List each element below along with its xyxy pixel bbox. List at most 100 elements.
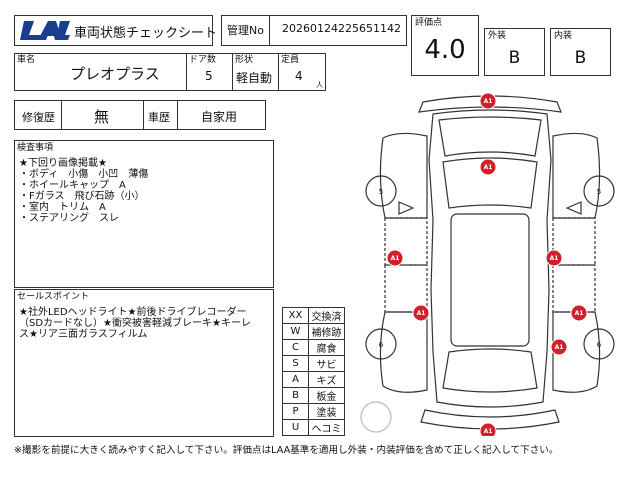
- doors-label: ドア数: [189, 55, 217, 65]
- sales-line: （SDカードなし）★衝突被害軽減ブレーキ★キーレ: [19, 318, 251, 329]
- divider: [177, 100, 178, 130]
- repair-value: 無: [94, 108, 110, 126]
- legend-code: B: [282, 387, 309, 404]
- interior-label: 内装: [554, 31, 573, 41]
- right-mirror: [565, 201, 582, 215]
- damage-marker: A1: [386, 249, 404, 267]
- damage-marker: A1: [545, 249, 563, 267]
- legend-meaning: 塗装: [308, 403, 345, 420]
- legend-meaning: キズ: [308, 371, 345, 388]
- rating-label: 評価点: [415, 18, 443, 28]
- left-rear-fender: [379, 311, 428, 393]
- spare-tire: [360, 401, 392, 433]
- damage-marker: A1: [479, 422, 497, 436]
- interior-box: [550, 28, 611, 76]
- left-front-fender: [379, 132, 428, 219]
- sales-box: [14, 289, 274, 437]
- right-rear-door: [552, 264, 596, 313]
- capacity-value: 4: [295, 69, 303, 83]
- sheet-title: 車両状態チェックシート: [74, 26, 218, 41]
- inspection-box: [14, 140, 274, 288]
- legend-meaning: 腐食: [308, 339, 345, 356]
- damage-mark-text: A1: [484, 428, 493, 435]
- rating-value: 4.0: [424, 35, 466, 65]
- tire-rear-left-grade: 6: [379, 341, 384, 349]
- divider: [278, 53, 279, 91]
- right-front-fender: [552, 132, 601, 219]
- damage-mark-text: A1: [391, 255, 400, 262]
- inspection-line: ・Fガラス 飛び石跡（小）: [19, 191, 145, 202]
- vehicle-name: プレオプラス: [70, 65, 160, 83]
- windshield: [442, 157, 538, 209]
- roof-panel: [450, 213, 530, 347]
- inspection-label: 検査事項: [17, 143, 54, 153]
- damage-marker: A1: [479, 92, 497, 110]
- type-label: 形状: [235, 55, 254, 65]
- exterior-value: B: [508, 48, 521, 68]
- history-row: [14, 100, 266, 130]
- legend-code: S: [282, 355, 309, 372]
- inspection-list: ★下回り画像掲載★ ・ボディ 小傷 小凹 薄傷 ・ホイールキャップ A ・Fガラ…: [19, 158, 148, 224]
- car-body-outline: [428, 109, 552, 408]
- damage-marker: A1: [479, 158, 497, 176]
- car-diagram: 5 5 6 6 A1 A1 A1 A1 A1 A1 A1 A1: [360, 92, 615, 436]
- repair-label: 修復歴: [22, 111, 55, 124]
- damage-mark-text: A1: [484, 164, 493, 171]
- divider: [143, 100, 144, 130]
- damage-mark-text: A1: [417, 310, 426, 317]
- damage-marker: A1: [570, 304, 588, 322]
- right-rear-fender: [552, 311, 601, 393]
- sales-label: セールスポイント: [17, 292, 90, 302]
- exterior-box: [484, 28, 545, 76]
- tire-rear-right-grade: 6: [597, 341, 602, 349]
- rating-box: [411, 15, 479, 76]
- vehicle-name-label: 車名: [17, 55, 36, 65]
- capacity-unit: 人: [316, 81, 323, 89]
- damage-mark-text: A1: [575, 310, 584, 317]
- interior-value: B: [574, 48, 587, 68]
- legend-meaning: ヘコミ: [308, 419, 345, 436]
- damage-mark-text: A1: [484, 98, 493, 105]
- sales-line: ★社外LEDヘッドライト★前後ドライブレコーダー: [19, 307, 247, 318]
- inspection-line: ・室内 トリム A: [19, 202, 106, 213]
- usage-label: 車歴: [148, 111, 170, 124]
- tire-rear-left: [365, 328, 397, 360]
- damage-mark-text: A1: [550, 255, 559, 262]
- divider: [232, 53, 233, 91]
- capacity-label: 定員: [281, 55, 300, 65]
- legend-code: P: [282, 403, 309, 420]
- rear-glass: [442, 348, 538, 393]
- legend-code: C: [282, 339, 309, 356]
- usage-value: 自家用: [201, 110, 238, 124]
- legend-meaning: 補修跡: [308, 323, 345, 340]
- left-rear-door: [384, 264, 428, 313]
- front-bumper: [418, 95, 562, 113]
- type-value: 軽自動: [236, 71, 273, 85]
- vehicle-row: [14, 53, 326, 91]
- laa-logo: [18, 17, 70, 43]
- inspection-line: ・ホイールキャップ A: [19, 180, 126, 191]
- footer-note: ※撮影を前提に大きく読みやすく記入して下さい。評価点はLAA基準を適用し外装・内…: [14, 445, 559, 456]
- legend-code: A: [282, 371, 309, 388]
- tire-rear-right: [583, 328, 615, 360]
- mgmt-no-box: [269, 15, 407, 46]
- legend-code: W: [282, 323, 309, 340]
- exterior-label: 外装: [488, 31, 507, 41]
- inspection-line: ・ステアリング スレ: [19, 213, 119, 224]
- legend-meaning: 板金: [308, 387, 345, 404]
- sales-line: ス★リア三面ガラスフィルム: [19, 329, 148, 340]
- damage-marker: A1: [412, 304, 430, 322]
- divider: [186, 53, 187, 91]
- legend-meaning: サビ: [308, 355, 345, 372]
- doors-value: 5: [205, 69, 213, 83]
- tire-front-right-grade: 5: [597, 188, 601, 196]
- tire-front-left: [365, 175, 397, 207]
